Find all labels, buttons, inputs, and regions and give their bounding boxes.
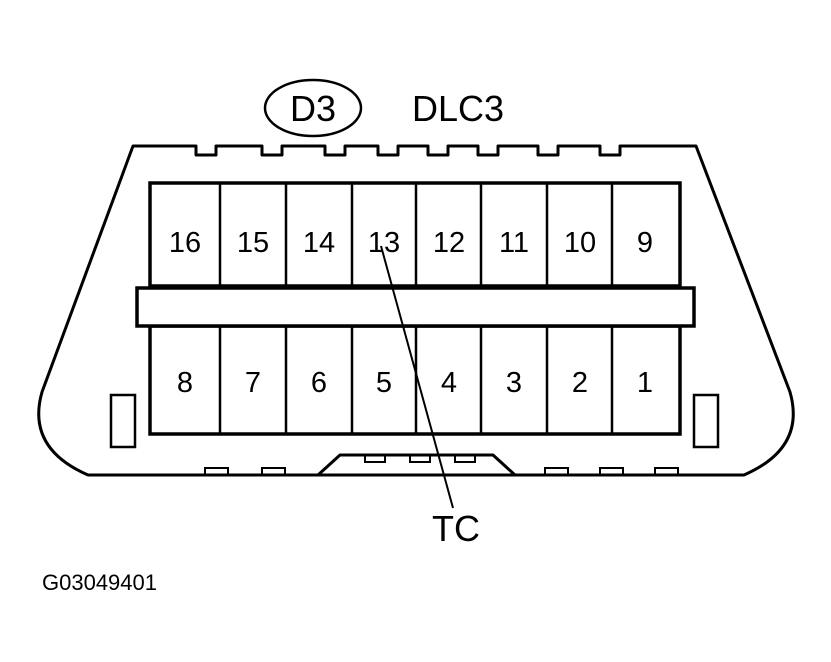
pin-label: 14 <box>303 227 335 259</box>
connector-code-ellipse <box>263 78 363 138</box>
pin-dividers <box>218 183 614 434</box>
figure-id: G03049401 <box>42 570 157 595</box>
pin-label: 12 <box>433 227 465 259</box>
pin-label: 15 <box>237 227 269 259</box>
pin-label: 8 <box>177 367 193 399</box>
housing-bottom-notches <box>204 467 679 475</box>
pin-label: 11 <box>499 227 529 259</box>
pin-label: 6 <box>311 367 327 399</box>
connector-housing <box>37 144 795 477</box>
connector-name: DLC3 <box>412 88 504 129</box>
center-bar <box>135 286 696 328</box>
pin-label: 7 <box>245 367 261 399</box>
top-row-pin-labels: 16 15 14 13 12 11 10 9 <box>169 227 653 259</box>
keying-guide-notches <box>364 455 476 463</box>
right-latch-slot <box>692 393 720 449</box>
pin-label: 9 <box>637 227 653 259</box>
connector-code: D3 <box>290 88 336 129</box>
keying-guide <box>316 453 517 477</box>
pin-label: 5 <box>376 367 392 399</box>
pin-label: 16 <box>169 227 201 259</box>
pin-label: 3 <box>506 367 522 399</box>
bottom-row-pin-labels: 8 7 6 5 4 3 2 1 <box>177 367 653 399</box>
left-latch-slot <box>109 393 137 449</box>
pin-label: 4 <box>441 367 457 399</box>
pin-label: 1 <box>637 367 653 399</box>
pin-label: 2 <box>572 367 588 399</box>
tc-callout-label: TC <box>432 508 480 549</box>
pin-label: 10 <box>564 227 596 259</box>
tc-callout-line <box>380 245 454 509</box>
